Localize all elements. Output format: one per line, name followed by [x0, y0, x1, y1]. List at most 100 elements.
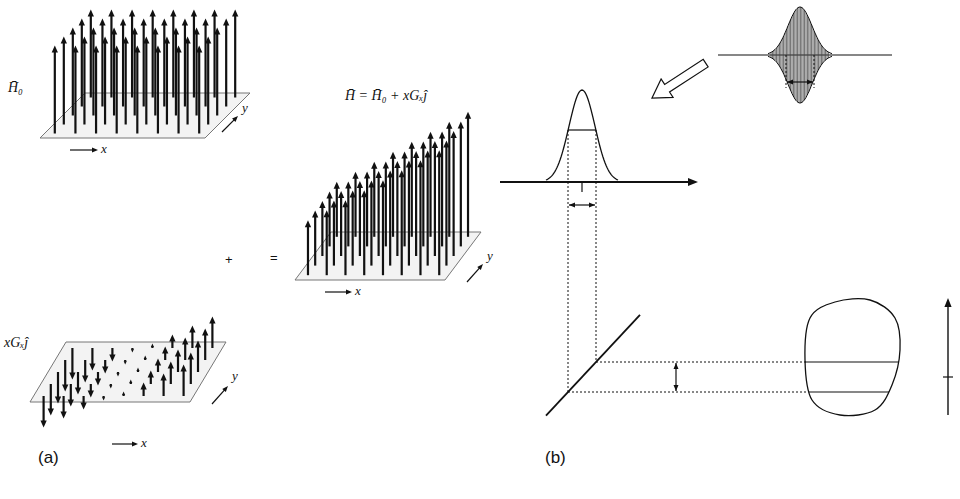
pulse-hatch: [783, 36, 784, 74]
field-vector-head: [152, 28, 158, 35]
pulse-hatch: [813, 28, 814, 81]
field-vector: [197, 346, 199, 372]
field-vector: [154, 33, 156, 115]
field-vector: [81, 24, 83, 106]
pulse-hatch: [827, 51, 828, 59]
pulse-hatch: [771, 52, 772, 57]
field-vector: [340, 197, 342, 256]
slice-guide: [568, 392, 806, 393]
field-vector: [328, 197, 330, 246]
frequency-axis: [500, 181, 690, 183]
operator-sign: +: [225, 252, 233, 268]
field-vector-head: [109, 355, 115, 362]
total-field: [295, 112, 483, 295]
y-axis-arrow-head: [477, 264, 483, 270]
y-axis-arrow-head: [222, 386, 228, 392]
field-vector-head: [361, 190, 367, 197]
field-vector: [352, 196, 354, 265]
pulse-hatch: [825, 50, 826, 60]
field-vector: [186, 42, 188, 124]
field-vector: [131, 15, 133, 97]
field-plane: [40, 93, 250, 138]
field-vector: [191, 331, 193, 348]
field-vector: [389, 176, 391, 265]
field-vector: [392, 157, 394, 236]
pulse-envelope: [768, 7, 832, 54]
field-vector-head: [40, 421, 46, 428]
field-vector: [177, 355, 179, 372]
field-vector: [225, 24, 227, 106]
field-vector-head: [89, 364, 95, 371]
field-vector: [434, 147, 436, 256]
field-vector: [54, 51, 56, 133]
field-vector-head: [180, 365, 186, 372]
field-vector-head: [88, 10, 94, 17]
field-vector-head: [458, 121, 464, 128]
field-vector-head: [188, 353, 194, 360]
field-vector: [419, 166, 421, 275]
field-vector-head: [79, 19, 85, 26]
pulse-hatch: [804, 10, 805, 99]
profile-level: [568, 129, 596, 130]
field-vector-head: [61, 37, 67, 44]
field-vector-head: [68, 400, 74, 407]
field-vector-head: [364, 171, 370, 178]
field-vector-head: [155, 359, 161, 366]
field-vector-head: [193, 28, 199, 35]
bandwidth-guide: [814, 55, 815, 88]
field-vector: [84, 360, 86, 377]
field-vector-head: [368, 181, 374, 188]
field-vector: [184, 24, 186, 106]
pulse-hatch: [821, 45, 822, 65]
y-axis-arrow-head: [232, 116, 238, 122]
y-axis-arrow: [222, 119, 235, 132]
axis-label: y: [242, 100, 248, 116]
field-vector-head: [406, 161, 412, 168]
field-vector-head: [331, 201, 337, 208]
field-vector-head: [136, 368, 139, 371]
field-vector: [363, 196, 365, 275]
field-vector: [125, 42, 127, 124]
field-vector-head: [350, 191, 356, 198]
bandwidth-arrow-head: [807, 80, 813, 85]
field-vector: [90, 15, 92, 97]
field-vector: [415, 157, 417, 256]
field-vector: [63, 42, 65, 124]
axis-label: x: [355, 283, 361, 299]
pulse-baseline: [718, 54, 892, 55]
field-vector: [64, 360, 66, 386]
field-vector-head: [143, 37, 149, 44]
field-vector-head: [129, 10, 135, 17]
pulse-hatch: [803, 9, 804, 102]
field-vector-head: [319, 201, 325, 208]
field-vector: [382, 186, 384, 275]
field-vector-head: [345, 181, 351, 188]
field-vector-head: [80, 403, 86, 410]
field-vector-head: [182, 338, 188, 345]
field-vector-head: [116, 373, 119, 376]
bandwidth-arrow-head: [589, 203, 595, 208]
panel-label: (b): [545, 448, 566, 468]
pulse-envelope: [768, 56, 832, 103]
field-vector-head: [446, 122, 452, 129]
field-vector-head: [191, 10, 197, 17]
field-vector: [113, 33, 115, 115]
field-vector: [42, 396, 44, 422]
field-vector-head: [450, 131, 456, 138]
field-vector: [136, 51, 138, 133]
field-vector: [72, 33, 74, 115]
field-vector-head: [420, 141, 426, 148]
field-vector-head: [465, 112, 471, 119]
field-vector-head: [175, 350, 181, 357]
field-vector-head: [164, 37, 170, 44]
field-vector-head: [108, 10, 114, 17]
field-vector-head: [342, 200, 348, 207]
field-vector: [172, 15, 174, 97]
field-vector-head: [173, 28, 179, 35]
y-axis-arrow: [467, 268, 480, 282]
field-vector-head: [88, 391, 94, 398]
field-vector: [95, 51, 97, 133]
pulse-hatch: [789, 23, 790, 87]
